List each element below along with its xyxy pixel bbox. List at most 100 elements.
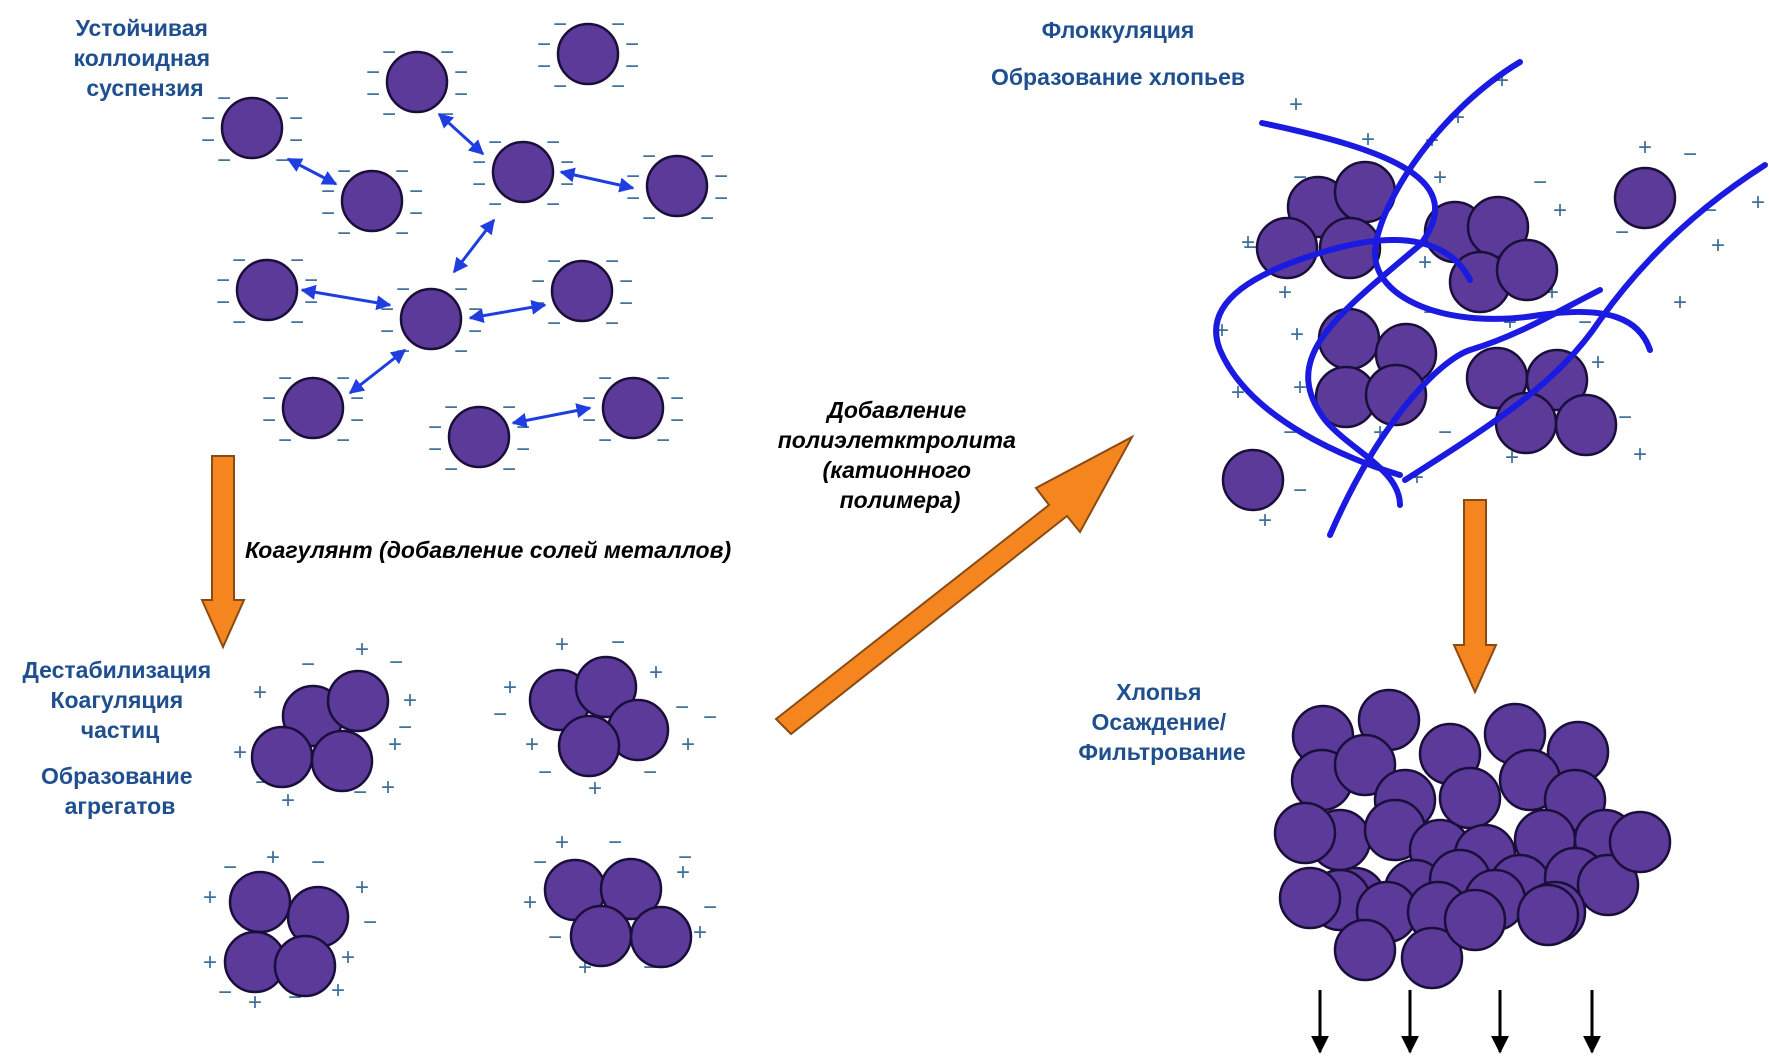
- destabilization-label: Дестабилизация Коагуляция частиц: [22, 657, 217, 743]
- colloid-particle: [550, 259, 614, 323]
- colloid-particle: [569, 904, 633, 968]
- repulsion-arrow: [348, 348, 407, 395]
- negative-charge: −: [337, 220, 351, 247]
- negative-charge: −: [553, 11, 567, 38]
- colloid-particle: [1494, 391, 1558, 455]
- flocculation-panel: ++++++++++−−+−++−+−+++−++−−−+−+−+−+++−−+…: [1215, 67, 1765, 534]
- settling-arrows: [1311, 990, 1601, 1054]
- negative-charge: −: [598, 427, 612, 454]
- repulsion-arrow: [452, 218, 496, 274]
- colloid-particle: [1273, 801, 1337, 865]
- polymer-chain: [1327, 287, 1603, 538]
- negative-charge: −: [454, 276, 468, 303]
- negative-charge: −: [454, 81, 468, 108]
- negative-charge: −: [289, 127, 303, 154]
- negative-charge: −: [546, 191, 560, 218]
- repulsion-arrows: [286, 112, 635, 428]
- negative-charge: −: [643, 759, 657, 786]
- negative-charge: −: [321, 200, 335, 227]
- negative-charge: −: [700, 143, 714, 170]
- polymer-chains: [1213, 59, 1768, 538]
- colloid-particle: [1613, 166, 1677, 230]
- negative-charge: −: [642, 205, 656, 232]
- negative-charge: −: [531, 290, 545, 317]
- negative-charge: −: [217, 85, 231, 112]
- negative-charge: −: [538, 759, 552, 786]
- positive-charge: +: [355, 636, 369, 663]
- polymer-chain: [1402, 162, 1768, 483]
- stable-suspension-label: Устойчивая коллоидная суспензия: [74, 15, 217, 101]
- negative-charge: −: [531, 268, 545, 295]
- negative-charge: −: [493, 701, 507, 728]
- positive-charge: +: [555, 631, 569, 658]
- negative-charge: −: [1243, 234, 1257, 261]
- flocs-down-arrow: [1452, 499, 1498, 695]
- negative-charge: −: [1618, 404, 1632, 431]
- negative-charge: −: [537, 31, 551, 58]
- positive-charge: +: [555, 829, 569, 856]
- positive-charge: +: [693, 919, 707, 946]
- negative-charge: −: [714, 163, 728, 190]
- positive-charge: +: [233, 739, 247, 766]
- positive-charge: +: [403, 687, 417, 714]
- polymer-chain: [1259, 120, 1438, 508]
- negative-charge: −: [1683, 141, 1697, 168]
- positive-charge: +: [281, 787, 295, 814]
- positive-charge: +: [1241, 229, 1255, 256]
- colloid-particle: [326, 669, 390, 733]
- negative-charge: −: [278, 365, 292, 392]
- colloid-particle: [385, 50, 449, 114]
- positive-charge: +: [1290, 321, 1304, 348]
- negative-charge: −: [488, 191, 502, 218]
- negative-charge: −: [350, 407, 364, 434]
- negative-charge: −: [395, 158, 409, 185]
- negative-charge: −: [216, 289, 230, 316]
- colloid-particle: [1443, 888, 1507, 952]
- positive-charge: +: [1289, 91, 1303, 118]
- negative-charge: −: [363, 909, 377, 936]
- negative-charge: −: [1533, 169, 1547, 196]
- positive-charge: +: [1711, 232, 1725, 259]
- coagulant-label: Коагулянт (добавление солей металлов): [245, 537, 731, 563]
- aggregates-panel: +++++−−++−−−++++++−−−−−−+++++++−−−−−++++…: [203, 629, 717, 1016]
- colloid-particle: [1495, 238, 1559, 302]
- positive-charge: +: [1258, 507, 1272, 534]
- negative-charge: −: [547, 310, 561, 337]
- flocs-panel: [1273, 688, 1672, 990]
- negative-charge: −: [428, 436, 442, 463]
- negative-charge: −: [670, 385, 684, 412]
- negative-charge: −: [468, 318, 482, 345]
- positive-charge: +: [253, 679, 267, 706]
- negative-charge: −: [700, 205, 714, 232]
- negative-charge: −: [382, 101, 396, 128]
- negative-charge: −: [670, 407, 684, 434]
- positive-charge: +: [1293, 374, 1307, 401]
- positive-charge: +: [1278, 279, 1292, 306]
- negative-charge: −: [201, 127, 215, 154]
- colloid-particle: [1317, 307, 1381, 371]
- negative-charge: −: [262, 407, 276, 434]
- negative-charge: −: [311, 849, 325, 876]
- negative-charge: −: [444, 456, 458, 483]
- colloid-particle: [491, 140, 555, 204]
- colloid-particle: [220, 96, 284, 160]
- positive-charge: +: [341, 944, 355, 971]
- positive-charge: +: [1751, 189, 1765, 216]
- negative-charge: −: [611, 629, 625, 656]
- negative-charge: −: [444, 394, 458, 421]
- negative-charge: −: [454, 338, 468, 365]
- colloid-particle: [447, 405, 511, 469]
- negative-charge: −: [278, 427, 292, 454]
- negative-charge: −: [642, 143, 656, 170]
- negative-charge: −: [454, 59, 468, 86]
- colloid-particle: [310, 729, 374, 793]
- positive-charge: +: [1633, 441, 1647, 468]
- negative-charge: −: [201, 105, 215, 132]
- colloid-particle: [1554, 393, 1618, 457]
- negative-charge: −: [656, 365, 670, 392]
- colloid-particle: [399, 287, 463, 351]
- negative-charge: −: [605, 310, 619, 337]
- colloid-particle: [557, 714, 621, 778]
- positive-charge: +: [1418, 249, 1432, 276]
